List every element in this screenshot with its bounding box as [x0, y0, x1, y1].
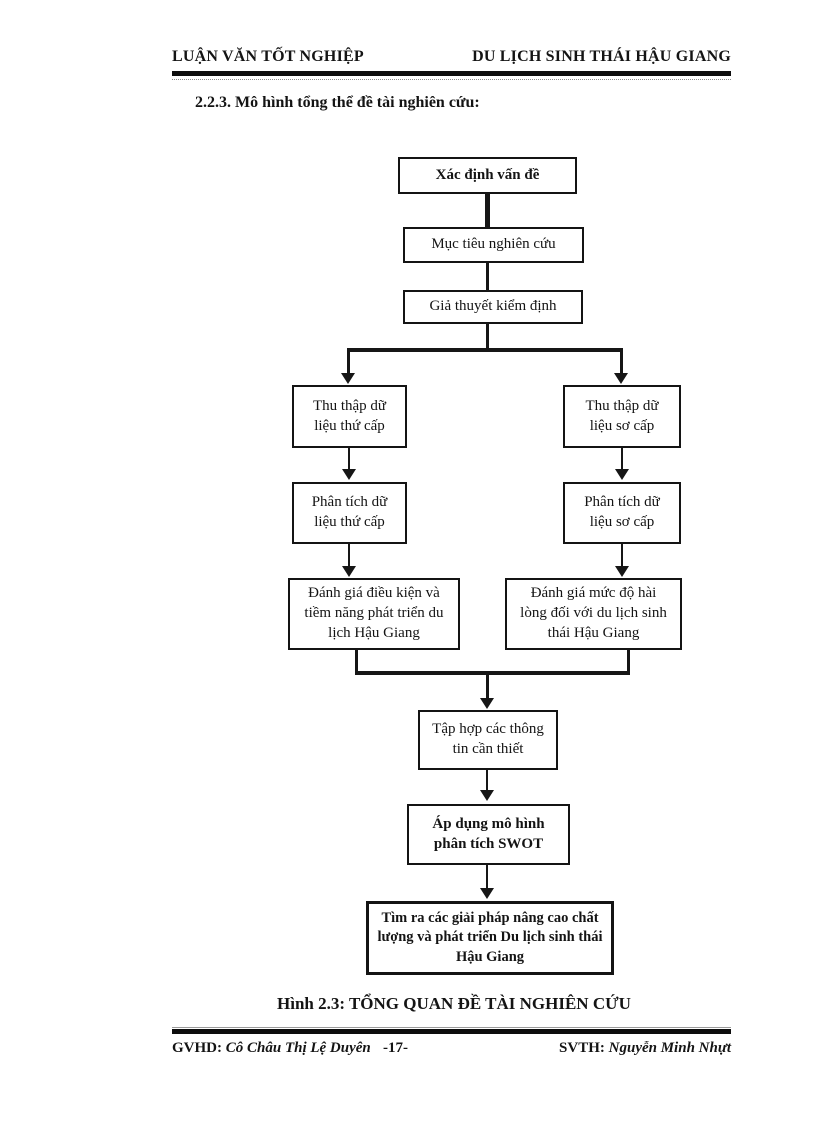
- section-heading: 2.2.3. Mô hình tổng thể đề tài nghiên cứ…: [195, 94, 480, 111]
- footer-rule: [172, 1029, 731, 1034]
- flowchart-node-satisfaction-assessment: Đánh giá mức độ hài lòng đối với du lịch…: [505, 578, 682, 650]
- arrowhead-branch-left: [341, 373, 355, 384]
- flowchart-node-research-objectives: Mục tiêu nghiên cứu: [403, 227, 584, 263]
- flowchart-node-swot-analysis: Áp dụng mô hình phân tích SWOT: [407, 804, 570, 865]
- arrowhead-branch-right: [614, 373, 628, 384]
- advisor-label: GVHD:: [172, 1040, 222, 1056]
- arrowhead-solutions: [480, 888, 494, 899]
- branch-right-stem: [620, 351, 623, 374]
- flowchart-node-conditions-potential-assessment: Đánh giá điều kiện và tiềm năng phát tri…: [288, 578, 460, 650]
- student-label: SVTH:: [559, 1040, 605, 1056]
- arrowhead-left-assessment: [342, 566, 356, 577]
- connector-swot-to-solutions: [486, 865, 488, 889]
- connector-right-analysis-to-assessment: [621, 544, 623, 567]
- header-rule: [172, 71, 731, 76]
- flowchart-node-secondary-data-collection: Thu thập dữ liệu thứ cấp: [292, 385, 407, 448]
- footer-rule-thin: [172, 1027, 731, 1028]
- arrowhead-right-assessment: [615, 566, 629, 577]
- flowchart-node-hypothesis-testing: Giả thuyết kiểm định: [403, 290, 583, 324]
- connector-right-collection-to-analysis: [621, 448, 623, 470]
- flowchart-node-information-synthesis: Tập hợp các thông tin cần thiết: [418, 710, 558, 770]
- arrowhead-right-analysis: [615, 469, 629, 480]
- connector-left-collection-to-analysis: [348, 448, 350, 470]
- flowchart-node-primary-data-collection: Thu thập dữ liệu sơ cấp: [563, 385, 681, 448]
- connector-problem-to-objectives: [485, 193, 490, 228]
- arrowhead-synthesis: [480, 698, 494, 709]
- connector-synthesis-to-swot: [486, 770, 488, 791]
- connector-left-analysis-to-assessment: [348, 544, 350, 567]
- header-left-title: LUẬN VĂN TỐT NGHIỆP: [172, 48, 364, 65]
- branch-horizontal-line: [347, 348, 623, 352]
- arrowhead-swot: [480, 790, 494, 801]
- flowchart-node-primary-data-analysis: Phân tích dữ liệu sơ cấp: [563, 482, 681, 544]
- merge-horizontal-line: [355, 671, 630, 675]
- connector-objectives-to-hypothesis: [486, 262, 489, 291]
- header-rule-dotted: [172, 79, 731, 80]
- student-name: Nguyễn Minh Nhựt: [608, 1040, 731, 1056]
- arrowhead-left-analysis: [342, 469, 356, 480]
- connector-hypothesis-to-branch: [486, 323, 489, 350]
- footer-advisor: GVHD: Cô Châu Thị Lệ Duyên: [172, 1040, 371, 1057]
- footer-student: SVTH: Nguyễn Minh Nhựt: [559, 1040, 731, 1057]
- merge-left-stem: [355, 649, 358, 675]
- merge-right-stem: [627, 649, 630, 675]
- flowchart-node-secondary-data-analysis: Phân tích dữ liệu thứ cấp: [292, 482, 407, 544]
- figure-caption: Hình 2.3: TỔNG QUAN ĐỀ TÀI NGHIÊN CỨU: [277, 994, 631, 1013]
- advisor-name: Cô Châu Thị Lệ Duyên: [225, 1040, 371, 1056]
- page-header: LUẬN VĂN TỐT NGHIỆP DU LỊCH SINH THÁI HẬ…: [172, 48, 731, 66]
- flowchart-node-problem-definition: Xác định vấn đề: [398, 157, 577, 194]
- flowchart-node-solutions: Tìm ra các giải pháp nâng cao chất lượng…: [366, 901, 614, 975]
- header-right-title: DU LỊCH SINH THÁI HẬU GIANG: [472, 48, 731, 65]
- connector-merge-to-synthesis: [486, 674, 489, 699]
- footer-page-number: -17-: [383, 1040, 408, 1056]
- branch-left-stem: [347, 351, 350, 374]
